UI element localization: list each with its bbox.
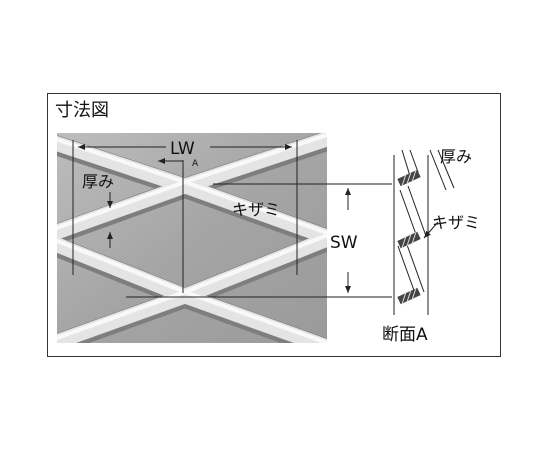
sw-label: SW [330, 233, 358, 253]
cross-section-a [393, 149, 455, 315]
lw-section-marker: A [192, 159, 199, 169]
expanded-metal-photo [57, 133, 327, 343]
thickness-label-left: 厚み [82, 172, 114, 191]
knurl-label-right: キザミ [432, 213, 480, 232]
sw-extension-lines [126, 183, 392, 298]
section-a-label: 断面A [382, 325, 428, 345]
knurled-strand-ends [397, 169, 421, 305]
diagram-title: 寸法図 [55, 100, 109, 121]
lw-dimension [72, 140, 298, 293]
thickness-label-right: 厚み [440, 147, 472, 166]
knurl-label-center: キザミ [232, 200, 280, 219]
lw-label: LW [170, 139, 195, 159]
